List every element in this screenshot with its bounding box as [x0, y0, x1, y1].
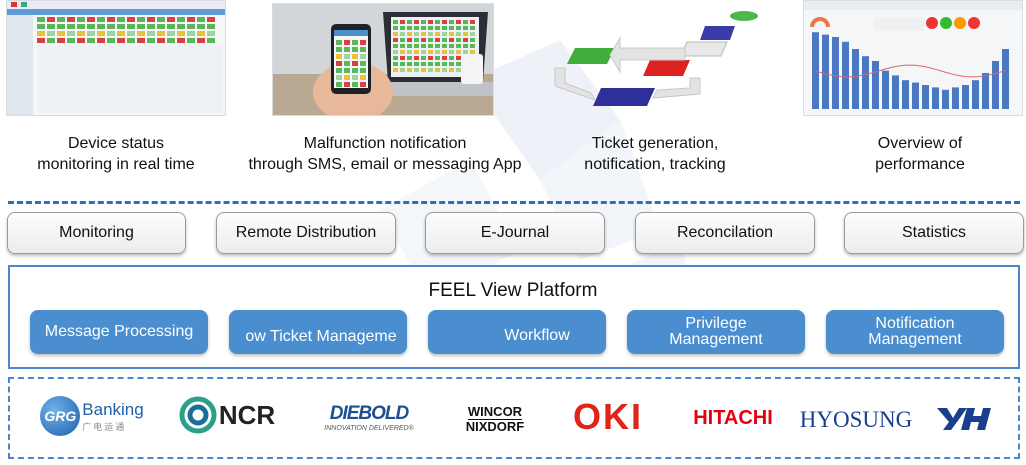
caption-malfunction-notification: Malfunction notification through SMS, em… — [248, 135, 522, 173]
caption-ticket-generation: Ticket generation, notification, trackin… — [584, 135, 726, 173]
grg-banking-text: Banking — [82, 399, 144, 419]
dashboard-grid-icon — [7, 1, 225, 115]
ncr-text: NCR — [218, 399, 276, 430]
yh-mark-icon — [937, 408, 991, 430]
caption-performance-overview: Overview of performance — [875, 135, 965, 173]
ncr-emblem-icon — [179, 396, 217, 434]
module-e-journal[interactable]: E-Journal — [425, 212, 605, 254]
caption-device-status: Device status monitoring in real time — [37, 135, 195, 173]
phone-laptop-photo — [272, 3, 494, 116]
platform-ticket-management[interactable]: ow Ticket Manageme — [229, 310, 407, 354]
platform-notification-management[interactable]: Notification Management — [826, 310, 1004, 354]
ticket-flow-diagram — [554, 11, 758, 106]
module-reconciliation[interactable]: Reconcilation — [635, 212, 815, 254]
logo-hitachi: HITACHI — [693, 406, 773, 429]
device-status-screenshot — [6, 0, 226, 116]
diebold-tagline: INNOVATION DELIVERED® — [324, 424, 414, 432]
logo-diebold: DIEBOLD INNOVATION DELIVERED® — [314, 400, 424, 434]
module-remote-distribution[interactable]: Remote Distribution — [216, 212, 396, 254]
logo-wincor-nixdorf: WINCOR NIXDORF — [465, 403, 525, 434]
vendor-box — [8, 377, 1020, 459]
platform-message-processing[interactable]: Message Processing — [30, 310, 208, 354]
platform-workflow[interactable]: Workflow — [428, 310, 606, 354]
platform-title: FEEL View Platform — [428, 280, 598, 301]
logo-hyosung: HYOSUNG — [799, 407, 913, 432]
diebold-text: DIEBOLD — [329, 402, 409, 424]
platform-privilege-management[interactable]: Privilege Management — [627, 310, 805, 354]
separator-top — [8, 201, 1020, 204]
logo-oki: OKI — [572, 396, 643, 437]
module-statistics[interactable]: Statistics — [844, 212, 1024, 254]
grg-chinese-text: 广电运通 — [82, 421, 127, 432]
logo-grg-banking: GRG Banking 广电运通 — [36, 395, 148, 437]
grg-circle-icon: GRG — [40, 396, 81, 436]
module-monitoring[interactable]: Monitoring — [7, 212, 186, 254]
logo-ncr: NCR — [166, 396, 288, 434]
performance-dashboard-screenshot — [803, 0, 1023, 116]
logo-yh — [932, 404, 994, 434]
